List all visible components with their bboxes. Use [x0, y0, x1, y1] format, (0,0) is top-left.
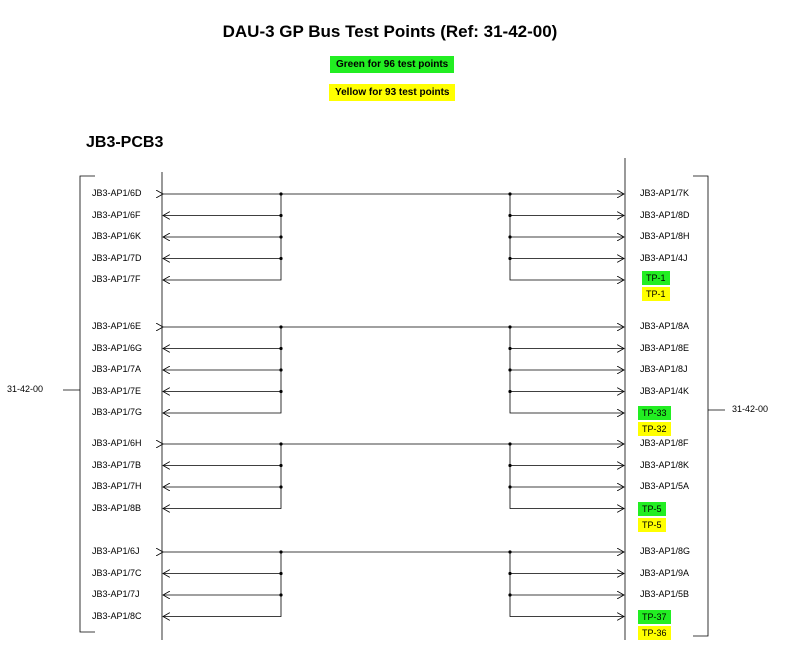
legend-green: Green for 96 test points: [330, 56, 455, 73]
left-signal-label: JB3-AP1/7G: [92, 407, 143, 417]
left-signal-label: JB3-AP1/7B: [92, 459, 142, 470]
left-signal-label: JB3-AP1/6E: [92, 321, 142, 331]
left-signal-label: JB3-AP1/6G: [92, 342, 143, 353]
right-signal-label: JB3-AP1/8F: [640, 438, 689, 448]
left-bracket: [63, 175, 95, 633]
test-point-yellow: TP-32: [638, 422, 671, 436]
left-signal-label: JB3-AP1/7D: [92, 252, 142, 263]
left-signal-label: JB3-AP1/8B: [92, 502, 142, 513]
right-signal-label: JB3-AP1/8A: [640, 321, 690, 331]
left-branch-wire: [163, 444, 282, 509]
test-point-green: TP-33: [638, 406, 671, 420]
page-title: DAU-3 GP Bus Test Points (Ref: 31-42-00): [222, 22, 558, 41]
left-signal-label: JB3-AP1/6K: [92, 231, 142, 241]
tp-branch-wire: [509, 444, 624, 509]
right-signal-label: JB3-AP1/8G: [640, 546, 691, 556]
board-label: JB3-PCB3: [86, 134, 164, 151]
left-signal-label: JB3-AP1/7F: [92, 274, 141, 284]
legend-yellow: Yellow for 93 test points: [329, 84, 456, 101]
right-signal-label: JB3-AP1/5A: [640, 481, 690, 491]
left-signal-label: JB3-AP1/6F: [92, 209, 141, 220]
left-signal-label: JB3-AP1/7E: [92, 385, 142, 396]
right-signal-label: JB3-AP1/8H: [640, 231, 690, 241]
right-signal-label: JB3-AP1/9A: [640, 567, 690, 578]
right-signal-label: JB3-AP1/4J: [640, 252, 688, 263]
left-signal-label: JB3-AP1/7C: [92, 567, 142, 578]
left-branch-wire: [163, 552, 282, 617]
left-branch-wire: [163, 327, 282, 413]
left-signal-label: JB3-AP1/7J: [92, 589, 140, 599]
tp-branch-wire: [509, 327, 624, 413]
left-signal-label: JB3-AP1/7A: [92, 364, 142, 374]
left-signal-label: JB3-AP1/6D: [92, 188, 142, 198]
tp-branch-wire: [509, 194, 624, 280]
right-signal-label: JB3-AP1/8E: [640, 342, 690, 353]
right-signal-label: JB3-AP1/5B: [640, 589, 690, 599]
right-signal-label: JB3-AP1/8J: [640, 364, 688, 374]
test-point-green: TP-1: [642, 271, 670, 285]
right-signal-label: JB3-AP1/7K: [640, 188, 690, 198]
right-signal-label: JB3-AP1/4K: [640, 385, 690, 396]
left-signal-label: JB3-AP1/7H: [92, 481, 142, 491]
ref-right: 31-42-00: [732, 404, 769, 414]
ref-left: 31-42-00: [7, 384, 44, 394]
test-point-green: TP-37: [638, 609, 671, 624]
left-branch-wire: [163, 194, 282, 280]
left-signal-label: JB3-AP1/6H: [92, 438, 142, 448]
tp-branch-wire: [509, 552, 624, 617]
test-point-yellow: TP-1: [642, 287, 670, 301]
left-signal-label: JB3-AP1/6J: [92, 546, 140, 556]
left-signal-label: JB3-AP1/8C: [92, 610, 142, 621]
test-point-yellow: TP-5: [638, 517, 666, 532]
right-signal-label: JB3-AP1/8D: [640, 209, 690, 220]
test-point-green: TP-5: [638, 501, 666, 516]
right-bracket: [693, 175, 725, 637]
connector-bars: [161, 158, 626, 640]
right-signal-label: JB3-AP1/8K: [640, 459, 690, 470]
test-point-yellow: TP-36: [638, 625, 671, 640]
